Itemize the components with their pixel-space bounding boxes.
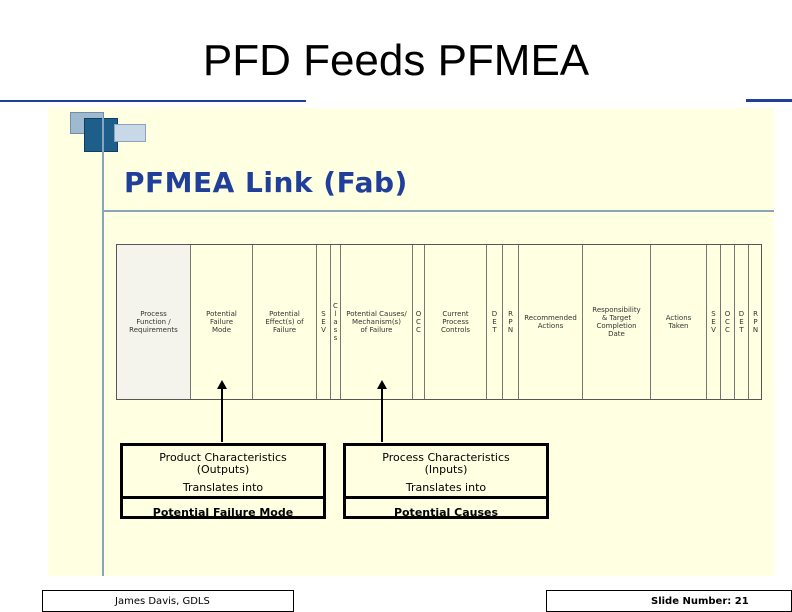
decorative-vertical-rule [102,118,104,576]
product-box-heading: Product Characteristics (Outputs) [123,452,323,476]
col-new-det: D E T [735,245,749,399]
arrow-up-icon [217,380,227,389]
product-box-divider [123,496,323,499]
col-current-controls: Current Process Controls [425,245,487,399]
pfmea-link-title: PFMEA Link (Fab) [124,166,408,199]
process-heading-text: Process Characteristics [382,451,510,464]
pfmea-form-table: Process Function / Requirements Potentia… [116,244,762,400]
col-new-occ: O C C [721,245,735,399]
connector-stub-left [221,400,222,402]
process-subheading-text: (Inputs) [424,463,468,476]
title-rule-right [746,99,792,102]
col-new-rpn: R P N [752,310,759,334]
product-translates-text: Translates into [182,481,264,494]
decorative-square-dark [84,118,118,152]
col-new-sev: S E V [707,245,721,399]
col-sev: S E V [317,245,331,399]
col-responsibility: Responsibility & Target Completion Date [583,245,651,399]
slide-title: PFD Feeds PFMEA [202,36,590,85]
product-heading-text: Product Characteristics [159,451,287,464]
process-characteristics-box: Process Characteristics (Inputs) Transla… [343,443,549,519]
footer-slide-number: Slide Number: 21 [546,590,792,612]
arrow-up-icon [377,380,387,389]
col-recommended-actions: Recommended Actions [519,245,583,399]
col-process-function: Process Function / Requirements [117,245,191,399]
col-rpn: R P N [503,245,519,399]
col-class: C l a s s [331,245,341,399]
col-occ: O C C [413,245,425,399]
connector-failure-mode [221,388,223,442]
process-box-divider [346,496,546,499]
product-result-text: Potential Failure Mode [152,506,294,519]
footer-author: James Davis, GDLS [42,590,294,612]
process-result-text: Potential Causes [393,506,499,519]
title-rule-left [0,100,306,102]
decorative-square-pale [114,124,146,142]
col-potential-causes: Potential Causes/ Mechanism(s) of Failur… [341,245,413,399]
product-characteristics-box: Product Characteristics (Outputs) Transl… [120,443,326,519]
process-box-heading: Process Characteristics (Inputs) [346,452,546,476]
col-actions-taken: Actions Taken [651,245,707,399]
col-det: D E T [487,245,503,399]
product-subheading-text: (Outputs) [196,463,250,476]
col-failure-effects: Potential Effect(s) of Failure [253,245,317,399]
process-translates-text: Translates into [405,481,487,494]
connector-causes [381,388,383,442]
col-failure-mode: Potential Failure Mode [191,245,253,399]
decorative-horizontal-rule [102,210,774,212]
